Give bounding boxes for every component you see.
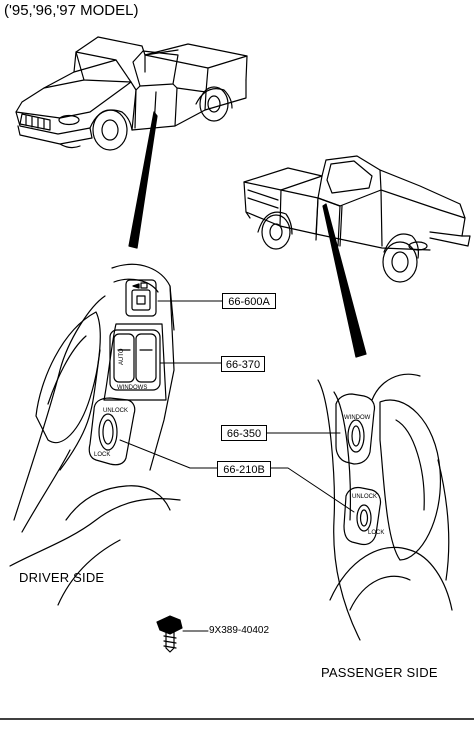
screw-icon bbox=[156, 615, 209, 653]
windows-text: WINDOWS bbox=[117, 385, 147, 391]
driver-lock-text: LOCK bbox=[94, 452, 110, 458]
callout-66-210b: 66-210B bbox=[217, 461, 271, 477]
driver-unlock-text: UNLOCK bbox=[103, 408, 128, 414]
window-master-switch bbox=[109, 329, 161, 391]
mirror-switch bbox=[125, 279, 157, 317]
callout-66-370: 66-370 bbox=[221, 356, 265, 372]
auto-text: AUTO bbox=[119, 348, 125, 365]
passenger-door-lock-switch bbox=[343, 486, 382, 546]
driver-leader-wedge bbox=[128, 111, 158, 249]
driver-side-label: DRIVER SIDE bbox=[19, 570, 105, 585]
passenger-lock-text: LOCK bbox=[368, 530, 384, 536]
fastener-part-number: 9X389-40402 bbox=[209, 625, 270, 636]
callout-66-600a: 66-600A bbox=[222, 293, 276, 309]
passenger-door-panel bbox=[317, 373, 453, 641]
driver-door-lock-switch bbox=[88, 397, 136, 466]
callout-66-350: 66-350 bbox=[221, 425, 267, 441]
passenger-leader-wedge bbox=[322, 203, 367, 358]
callout-leaders bbox=[119, 300, 355, 513]
passenger-side-truck-illustration bbox=[243, 155, 471, 283]
window-text: WINDOW bbox=[344, 415, 371, 421]
driver-side-truck-illustration bbox=[15, 36, 248, 151]
passenger-window-switch bbox=[335, 393, 376, 465]
passenger-unlock-text: UNLOCK bbox=[352, 494, 377, 500]
model-years-heading: ('95,'96,'97 MODEL) bbox=[4, 2, 139, 19]
passenger-side-label: PASSENGER SIDE bbox=[321, 665, 438, 680]
